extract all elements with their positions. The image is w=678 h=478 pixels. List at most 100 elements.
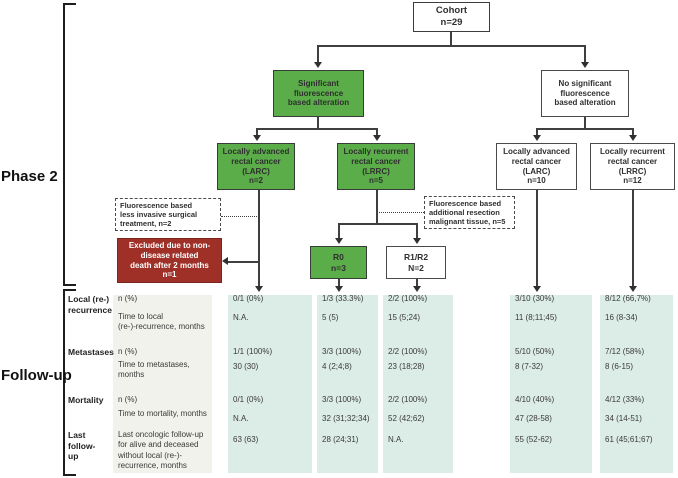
table-cell: 11 (8;11;45): [515, 313, 557, 322]
measure-label: Time to metastases, months: [118, 360, 190, 380]
connector: [536, 190, 538, 286]
dotted-connector: [221, 216, 259, 217]
arrow-left-icon: [222, 257, 228, 265]
r0-box: R0 n=3: [310, 246, 367, 279]
phase2-bracket-bottom-tick: [63, 284, 76, 286]
table-cell: 2/2 (100%): [388, 294, 428, 303]
category-metastases: Metastases: [68, 347, 114, 357]
arrow-down-icon: [533, 286, 541, 292]
table-cell: 4/10 (40%): [515, 395, 555, 404]
arrow-down-icon: [335, 238, 343, 244]
table-cell: 0/1 (0%): [233, 395, 264, 404]
connector: [338, 223, 340, 239]
measure-label: n (%): [118, 395, 138, 404]
less-invasive-note-box: Fluorescence based less invasive surgica…: [115, 198, 221, 231]
lrrc-fluorescence-box: Locally recurrent rectal cancer (LRRC) n…: [337, 143, 415, 190]
table-cell: 61 (45;61;67): [605, 435, 653, 444]
connector: [536, 128, 538, 136]
phase2-bracket-top-tick: [63, 3, 76, 5]
table-cell: 5 (5): [322, 313, 339, 322]
table-cell: N.A.: [233, 313, 249, 322]
table-cell: 47 (28-58): [515, 414, 552, 423]
arrow-down-icon: [314, 62, 322, 68]
table-cell: 52 (42;62): [388, 414, 425, 423]
measure-label: Time to mortality, months: [118, 409, 207, 418]
connector: [632, 190, 634, 286]
table-cell: 8 (6-15): [605, 362, 634, 371]
arrow-down-icon: [629, 286, 637, 292]
connector: [228, 261, 259, 263]
table-cell: 16 (8-34): [605, 313, 638, 322]
connector: [536, 128, 632, 130]
connector: [318, 45, 584, 47]
lrrc-no-fluorescence-box: Locally recurrent rectal cancer (LRRC) n…: [590, 143, 675, 190]
table-cell: 4/12 (33%): [605, 395, 645, 404]
followup-bracket-bottom-tick: [63, 474, 76, 476]
connector: [376, 128, 378, 136]
table-cell: 3/3 (100%): [322, 395, 362, 404]
table-cell: 3/3 (100%): [322, 347, 362, 356]
table-cell: N.A.: [388, 435, 404, 444]
measure-label-panel: [113, 295, 212, 473]
phase2-label: Phase 2: [1, 168, 58, 185]
arrow-down-icon: [533, 135, 541, 141]
table-cell: 55 (52-62): [515, 435, 552, 444]
measure-label: Last oncologic follow-up for alive and d…: [118, 430, 204, 471]
phase2-bracket: [63, 3, 65, 286]
table-cell: 63 (63): [233, 435, 259, 444]
arrow-down-icon: [253, 135, 261, 141]
table-cell: 32 (31;32;34): [322, 414, 370, 423]
arrow-down-icon: [581, 62, 589, 68]
table-cell: 3/10 (30%): [515, 294, 555, 303]
column-larc-no-fluorescence: [510, 295, 592, 473]
cohort-box: Cohort n=29: [413, 2, 490, 32]
connector: [632, 128, 634, 136]
larc-no-fluorescence-box: Locally advanced rectal cancer (LARC) n=…: [496, 143, 577, 190]
arrow-down-icon: [413, 238, 421, 244]
table-cell: 5/10 (50%): [515, 347, 555, 356]
followup-label: Follow-up: [1, 367, 72, 384]
followup-bracket-top-tick: [63, 289, 76, 291]
excluded-box: Excluded due to non- disease related dea…: [117, 238, 222, 283]
table-cell: 1/1 (100%): [233, 347, 273, 356]
table-cell: 7/12 (58%): [605, 347, 645, 356]
dotted-connector: [377, 212, 424, 213]
table-cell: 8 (7-32): [515, 362, 544, 371]
connector: [584, 117, 586, 128]
table-cell: 4 (2;4;8): [322, 362, 352, 371]
table-cell: N.A.: [233, 414, 249, 423]
category-last-followup: Last follow- up: [68, 430, 96, 462]
connector: [317, 45, 319, 63]
connector: [338, 279, 340, 287]
table-cell: 28 (24;31): [322, 435, 359, 444]
measure-label: Time to local (re-)-recurrence, months: [118, 312, 205, 332]
larc-fluorescence-box: Locally advanced rectal cancer (LARC) n=…: [217, 143, 295, 190]
arrow-down-icon: [255, 286, 263, 292]
category-mortality: Mortality: [68, 395, 104, 405]
connector: [584, 45, 586, 63]
followup-bracket: [63, 289, 65, 475]
arrow-down-icon: [335, 286, 343, 292]
no-significant-alteration-box: No significant fluorescence based altera…: [541, 70, 629, 117]
category-local-recurrence: Local (re-) recurrence: [68, 294, 112, 315]
table-cell: 2/2 (100%): [388, 395, 428, 404]
connector: [256, 128, 377, 130]
column-lrrc-no-fluorescence: [600, 295, 673, 473]
table-cell: 15 (5;24): [388, 313, 421, 322]
measure-label: n (%): [118, 347, 138, 356]
connector: [338, 223, 417, 225]
table-cell: 23 (18;28): [388, 362, 425, 371]
connector: [450, 32, 452, 45]
connector: [256, 128, 258, 136]
measure-label: n (%): [118, 294, 138, 303]
arrow-down-icon: [629, 135, 637, 141]
table-cell: 30 (30): [233, 362, 259, 371]
table-cell: 8/12 (66,7%): [605, 294, 651, 303]
table-cell: 2/2 (100%): [388, 347, 428, 356]
column-r1r2: [383, 295, 453, 473]
table-cell: 34 (14-51): [605, 414, 642, 423]
connector: [416, 223, 418, 239]
r1r2-box: R1/R2 N=2: [386, 246, 446, 279]
connector: [317, 117, 319, 128]
